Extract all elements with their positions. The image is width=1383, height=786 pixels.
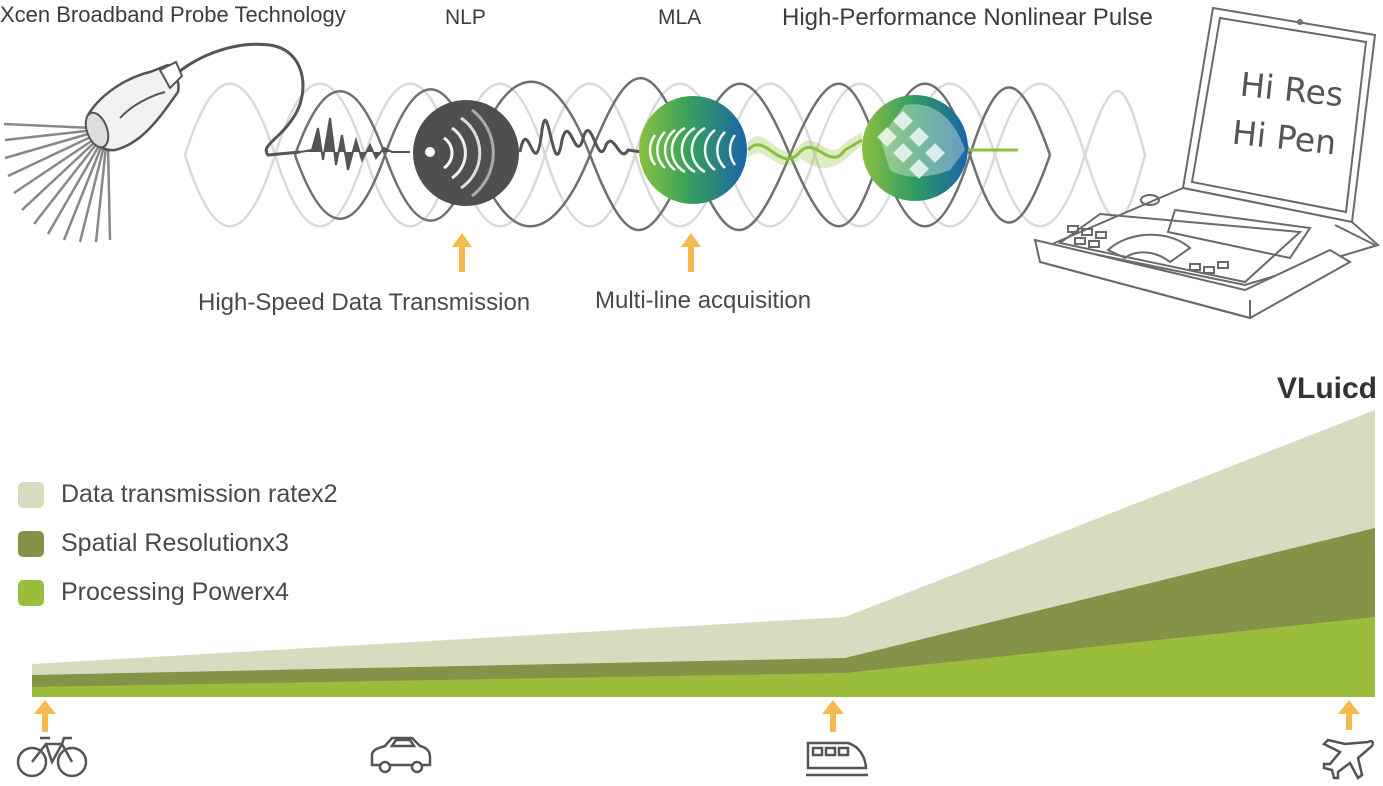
legend-swatch (18, 481, 44, 508)
car-icon (370, 736, 432, 774)
probe-icon (84, 60, 184, 152)
ultrasound-laptop-icon (1033, 6, 1381, 320)
high-speed-data-label: High-Speed Data Transmission (198, 289, 531, 316)
hp-nonlinear-pulse-label: High-Performance Nonlinear Pulse (782, 4, 1153, 31)
arrow-up-icon (452, 233, 701, 272)
legend-label: Spatial Resolutionx3 (61, 529, 289, 557)
probe-cable (170, 42, 305, 157)
legend-item-data-transmission: Data transmission ratex2 (18, 470, 338, 519)
legend-item-spatial-resolution: Spatial Resolutionx3 (18, 519, 338, 568)
chart-legend: Data transmission ratex2 Spatial Resolut… (18, 470, 338, 617)
area-processing-power (32, 617, 1375, 697)
nlp-sphere (413, 100, 519, 206)
legend-swatch (18, 579, 44, 606)
brand-label: VLuicd (1276, 372, 1377, 405)
probe-technology-label: Xcen Broadband Probe Technology (0, 2, 346, 27)
train-icon (806, 741, 868, 777)
mla-label: MLA (658, 6, 702, 29)
legend-swatch (18, 530, 44, 557)
legend-item-processing-power: Processing Powerx4 (18, 568, 338, 617)
legend-label: Processing Powerx4 (61, 578, 289, 606)
green-band-wave (746, 132, 863, 169)
pulse-signal (299, 117, 410, 171)
arrow-up-icon (34, 700, 1360, 732)
legend-label: Data transmission ratex2 (61, 480, 338, 508)
nlp-label: NLP (445, 6, 486, 29)
probe-beam (3, 122, 112, 243)
multi-line-acquisition-label: Multi-line acquisition (595, 287, 812, 314)
airplane-icon (1321, 738, 1375, 780)
background-waves (183, 82, 1147, 228)
mla-sphere (639, 96, 747, 204)
chirp-signal (518, 119, 643, 156)
hp-sphere (862, 95, 968, 201)
bicycle-icon (16, 736, 88, 778)
